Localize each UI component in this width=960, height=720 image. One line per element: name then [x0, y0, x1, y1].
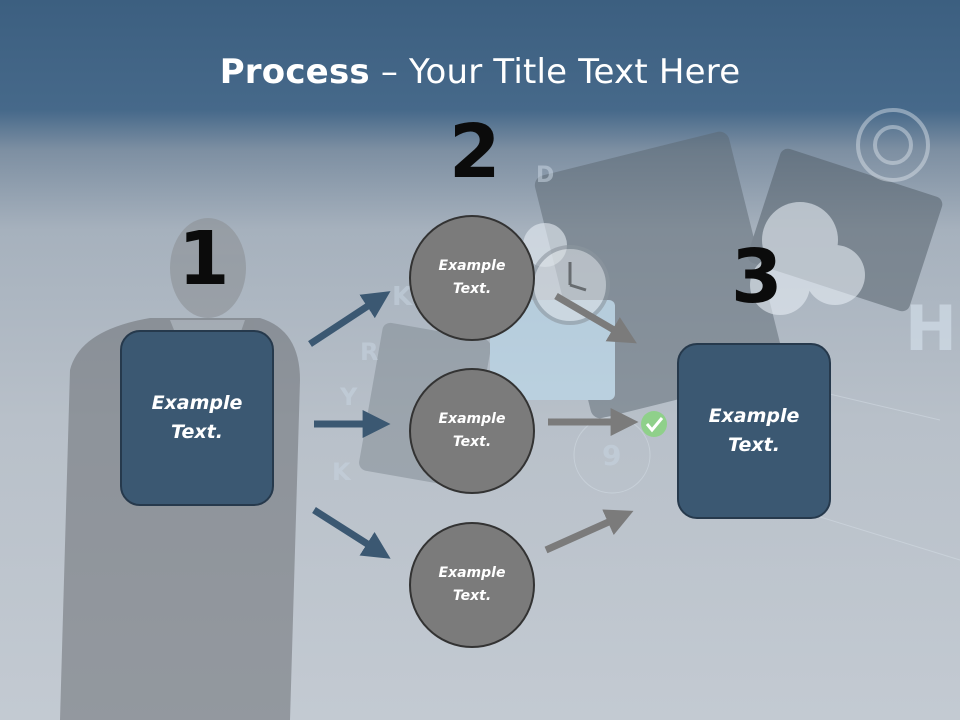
circle-middle-text: Example Text.	[438, 411, 506, 450]
arrow-left-to-bottom	[312, 507, 391, 559]
title-rest-part: – Your Title Text Here	[369, 52, 741, 92]
arrow-left-to-top	[308, 291, 391, 347]
arrow-top-to-right	[554, 292, 637, 344]
svg-text:H: H	[905, 292, 957, 365]
svg-text:K: K	[392, 282, 413, 312]
svg-text:K: K	[332, 458, 352, 486]
right-process-box: Example Text.	[677, 343, 831, 519]
left-box-text: Example Text.	[151, 392, 243, 443]
step-number-2: 2	[449, 109, 501, 195]
svg-text:9: 9	[602, 439, 621, 472]
step-number-3: 3	[731, 234, 783, 320]
floating-letters: H D K R Y K 9	[332, 163, 957, 486]
circle-top: Example Text.	[409, 215, 535, 341]
svg-text:D: D	[536, 163, 554, 188]
circle-bottom-text: Example Text.	[438, 565, 506, 604]
circle-bottom: Example Text.	[409, 522, 535, 648]
left-process-box: Example Text.	[120, 330, 274, 506]
slide-title: Process – Your Title Text Here	[0, 52, 960, 92]
circle-top-text: Example Text.	[438, 258, 506, 297]
title-bold-part: Process	[219, 52, 370, 92]
right-box-text: Example Text.	[708, 405, 800, 456]
svg-text:R: R	[360, 338, 378, 366]
check-icon	[641, 411, 667, 437]
svg-text:Y: Y	[339, 383, 358, 411]
step-number-1: 1	[178, 216, 230, 302]
power-ring	[856, 108, 930, 182]
arrow-bottom-to-right	[544, 509, 634, 554]
circle-middle: Example Text.	[409, 368, 535, 494]
